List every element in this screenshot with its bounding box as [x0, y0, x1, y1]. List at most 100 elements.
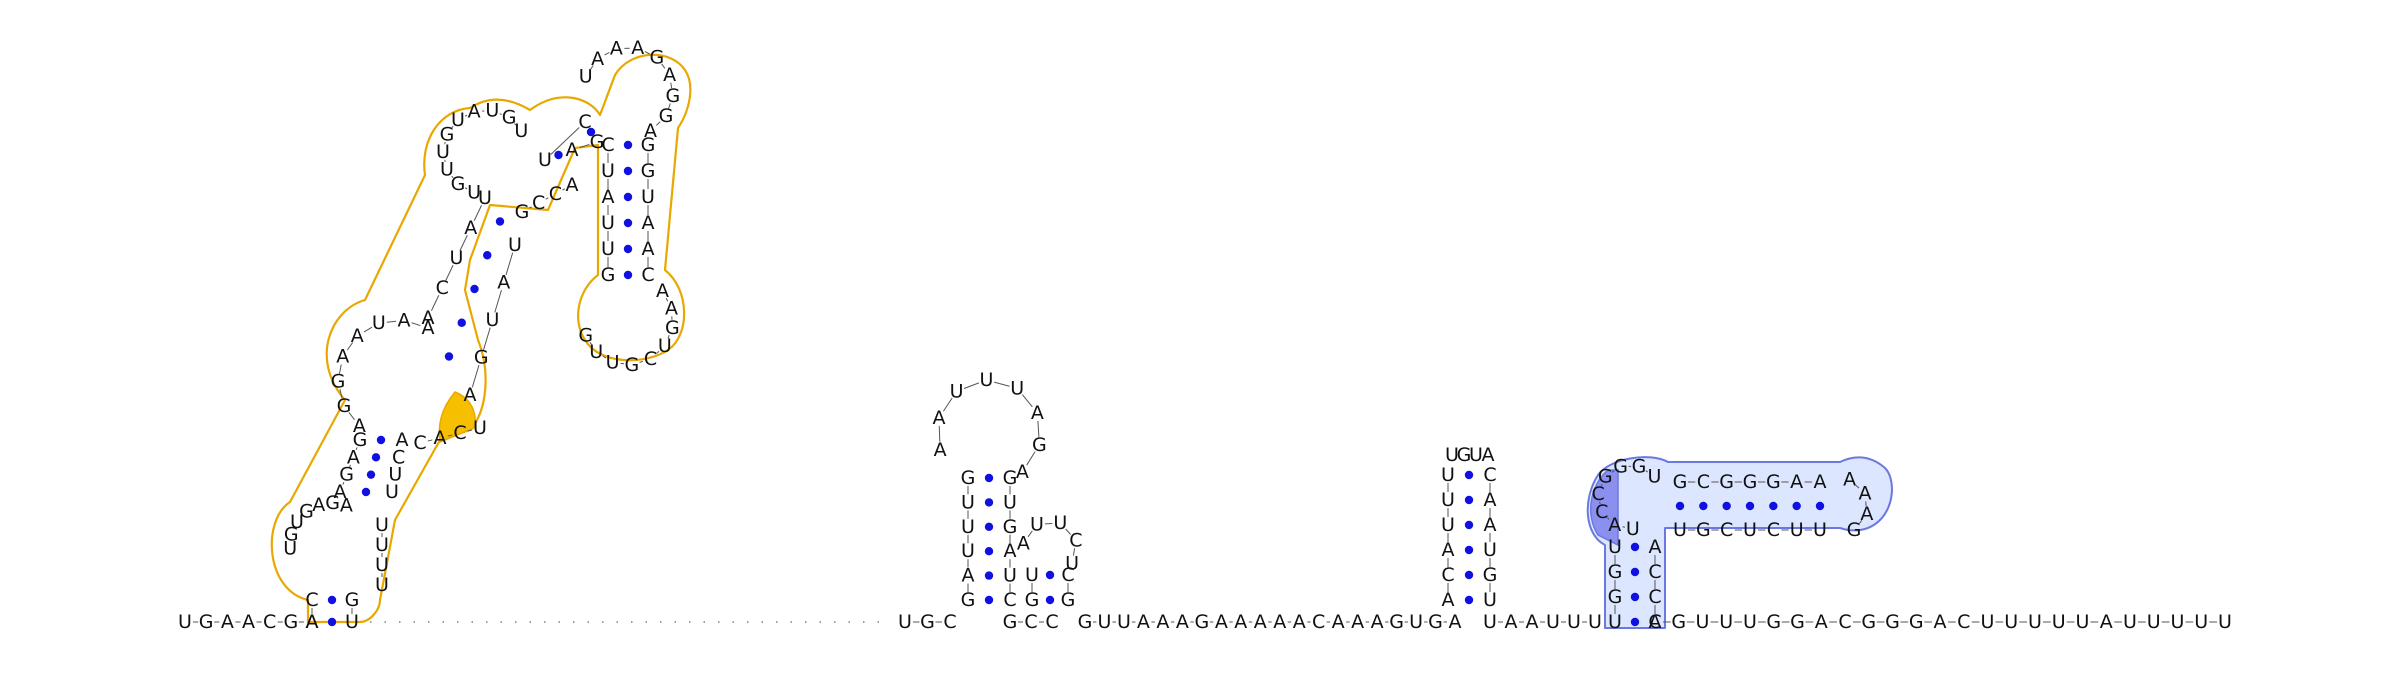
h5-arm-top-nt: G [1743, 471, 1758, 493]
h1-mid-loop-nt: G [337, 395, 352, 417]
h1-neck-right-nt: A [566, 139, 579, 161]
h5-corner-loop-nt: G [1632, 455, 1647, 477]
h3-stem-left-nt: G [961, 589, 976, 611]
backbone-bond [1021, 394, 1033, 408]
mid-seq-nt: C [1045, 611, 1058, 633]
base-pair-dot [1630, 567, 1640, 577]
h1-mid-loop-nt: A [397, 309, 410, 331]
h2-top-loop-nt: U [579, 66, 593, 88]
h1-neck-right-nt: G [590, 131, 605, 153]
three-prime-tail-nt: U [2194, 611, 2208, 633]
h1-loop-a-nt: A [340, 495, 353, 517]
h4-stem-left-nt: A [1442, 589, 1455, 611]
base-pair-dot [623, 166, 633, 176]
backbone-bond [499, 113, 502, 115]
h5-arm-loop-nt: A [1843, 469, 1856, 491]
backbone-bond [655, 121, 661, 126]
backbone-bond [1065, 528, 1071, 535]
three-prime-tail-nt: C [1957, 611, 1970, 633]
h1-upper-left-nt: U [450, 247, 464, 269]
mid-seq-nt: A [1137, 611, 1150, 633]
h5-corner-loop-nt: U [1626, 518, 1640, 540]
base-pair-dot [1675, 501, 1685, 511]
three-prime-tail-nt: C [1838, 611, 1851, 633]
base-pair-dot [1815, 501, 1825, 511]
backbone-bond [471, 365, 480, 388]
h3-stem-right-nt: A [1004, 540, 1017, 562]
h4-stem-left-nt: A [1442, 539, 1455, 561]
h1-neck-left-nt: U [538, 149, 552, 171]
h4-stem-left-nt: U [1441, 464, 1455, 486]
three-prime-tail-nt: U [1719, 611, 1733, 633]
h4-loop-nt: U [1445, 444, 1459, 466]
backbone-bond [459, 235, 468, 251]
backbone-bond [1858, 519, 1863, 525]
h3b-loop-nt: U [1053, 512, 1067, 534]
h1-upper-left-nt: U [478, 187, 492, 209]
h1-connector-nt: A [566, 174, 579, 196]
h1-mid-left-nt: A [347, 446, 360, 468]
h1-right-col-nt: U [375, 574, 389, 596]
base-pair-dot [984, 547, 994, 556]
h5-corner-loop-nt: A [1608, 514, 1621, 536]
three-prime-tail-nt: A [2100, 611, 2113, 633]
h2-stem-left-nt: G [601, 264, 616, 286]
mid-seq-nt: G [920, 611, 935, 633]
base-pair-dot [1464, 495, 1474, 505]
h1-mid-loop-nt: A [353, 415, 366, 437]
tail-seq-nt: U [1483, 611, 1497, 633]
backbone-bond [994, 381, 1010, 387]
five-prime-tail-nt: A [221, 611, 234, 633]
backbone-bond [355, 447, 358, 451]
h4-loop-nt: U [1469, 444, 1483, 466]
h2-bottom-loop-nt: G [625, 354, 640, 376]
backbone-bond [348, 412, 355, 420]
h5-arm-loop-nt: A [1860, 503, 1873, 525]
mid-seq-nt: G [1389, 611, 1404, 633]
domain-outline-blue [1586, 456, 1893, 629]
h3-stem-left-nt: U [961, 540, 975, 562]
h1-stem-nt: G [345, 589, 360, 611]
three-prime-tail-nt: A [1815, 611, 1828, 633]
three-prime-tail-nt: G [1766, 611, 1781, 633]
h1-connector-nt: G [515, 201, 530, 223]
base-pair-dot [1769, 501, 1778, 511]
backbone-bond [1606, 517, 1610, 520]
h4-stem-right-nt: G [1483, 564, 1498, 586]
h2-stem-right-nt: U [641, 186, 655, 208]
h5-arm-bottom-nt: U [1813, 519, 1827, 541]
backbone-bond [661, 63, 666, 69]
backbone-bond [602, 355, 607, 359]
h2-stem-left-nt: U [601, 238, 615, 260]
three-prime-tail-nt: U [1743, 611, 1757, 633]
h3-stem-left-nt: G [961, 467, 976, 489]
mid-seq-nt: C [1312, 611, 1325, 633]
h1-stem-nt: U [345, 611, 359, 633]
base-pair-dot [470, 284, 479, 294]
h3-loop-nt: U [950, 380, 964, 402]
backbone-bond [644, 51, 650, 55]
h1-mid-left-nt: G [353, 429, 368, 451]
h5-corner-loop-nt: C [1595, 501, 1608, 523]
base-pair-dot [1630, 592, 1640, 602]
backbone-bond [1855, 484, 1860, 489]
three-prime-tail-nt: U [1981, 611, 1995, 633]
mid-seq-nt: A [1254, 611, 1267, 633]
five-prime-tail-nt: U [178, 611, 192, 633]
h3-stem-right-nt: C [1003, 589, 1016, 611]
backbone-bond [430, 295, 440, 311]
h5-arm-bottom-nt: U [1673, 519, 1687, 541]
h1-mid-left-nt: G [339, 464, 354, 486]
base-pair-dot [1630, 617, 1640, 627]
h3-loop-nt: A [1016, 461, 1029, 483]
base-pair-dot [327, 617, 337, 627]
h1-top-loop-nt: U [467, 182, 481, 204]
backbone-bond [445, 265, 454, 281]
three-prime-tail-nt: G [1671, 611, 1686, 633]
h3-loop-nt: A [934, 439, 947, 461]
mid-seq-nt: A [1449, 611, 1462, 633]
h5-arm-top-nt: G [1719, 471, 1734, 493]
h3-loop-nt: G [1032, 434, 1047, 456]
h1-right-col-nt: U [375, 554, 389, 576]
h2-top-loop-nt: A [610, 38, 623, 60]
